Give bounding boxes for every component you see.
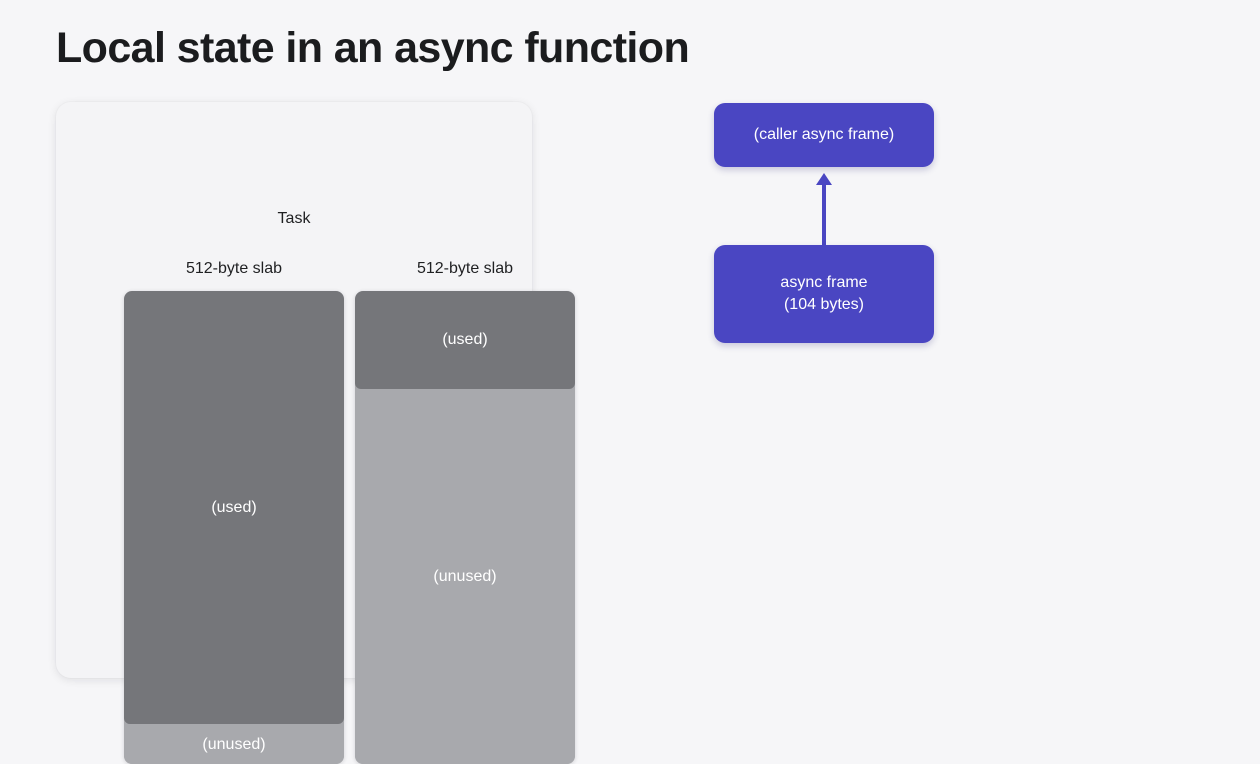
slab-segment-unused: (unused) bbox=[355, 390, 575, 764]
page-title: Local state in an async function bbox=[56, 24, 690, 72]
slab-segment-used: (used) bbox=[355, 291, 575, 389]
arrow-up-icon bbox=[816, 173, 832, 185]
caller-async-frame-box: (caller async frame) bbox=[714, 103, 934, 167]
async-frame-label: async frame (104 bytes) bbox=[780, 272, 867, 316]
slab-stack: (used) (unused) bbox=[124, 291, 344, 764]
async-frame-diagram: (caller async frame) async frame (104 by… bbox=[714, 103, 934, 343]
slab-caption: 512-byte slab bbox=[185, 260, 283, 277]
task-panel-label: Task bbox=[277, 210, 311, 227]
caller-async-frame-label: (caller async frame) bbox=[753, 125, 895, 143]
async-frame-label-line2: (104 bytes) bbox=[783, 296, 865, 313]
arrow-shaft bbox=[822, 181, 826, 245]
task-panel: Task 512-byte slab (used) (unused) 512-b… bbox=[56, 102, 575, 764]
slab-segment-unused: (unused) bbox=[124, 726, 344, 764]
async-frame-box: async frame (104 bytes) bbox=[714, 245, 934, 343]
slab-stack: (used) (unused) bbox=[355, 291, 575, 764]
slab-segment-used: (used) bbox=[124, 291, 344, 725]
async-frame-label-line1: async frame bbox=[780, 273, 868, 291]
slide-canvas: Local state in an async function Task 51… bbox=[56, 24, 934, 764]
slab-caption: 512-byte slab bbox=[416, 260, 514, 277]
